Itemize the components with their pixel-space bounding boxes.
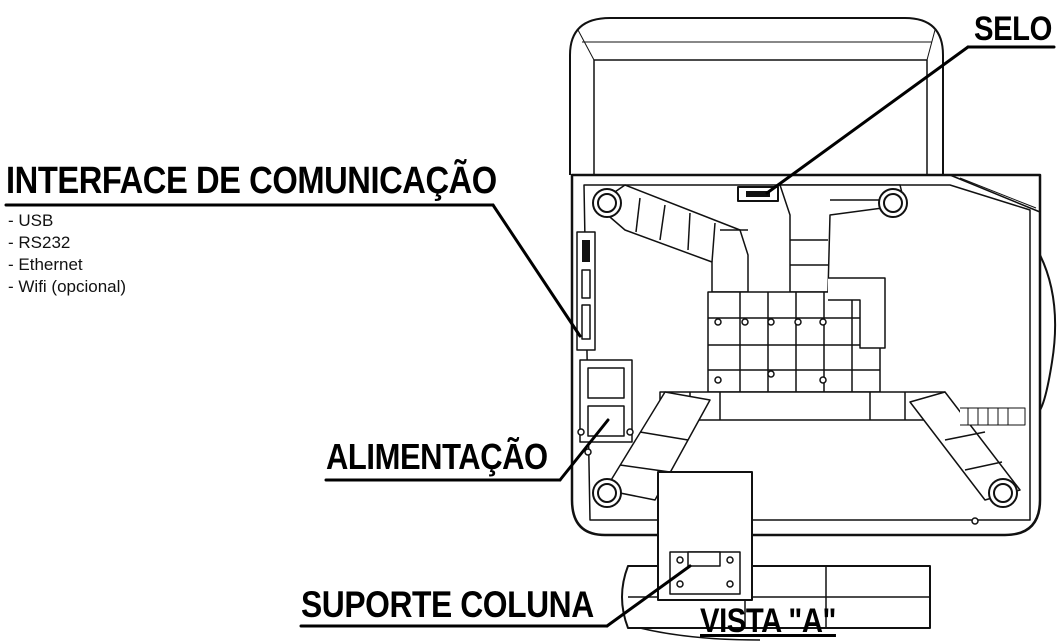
side-knob [1039,254,1057,411]
column-support-plate [657,471,753,601]
suporte-coluna-label: SUPORTE COLUNA [301,584,594,625]
structural-ribs [595,184,1026,501]
display-housing [569,17,944,175]
leader-selo [765,45,1056,195]
screw-bosses [592,188,1018,508]
interface-item-rs232: - RS232 [8,233,71,252]
interface-item-ethernet: - Ethernet [8,255,83,274]
interface-item-usb: - USB [8,211,54,230]
interface-item-wifi: - Wifi (opcional) [8,277,127,296]
alimentacao-label: ALIMENTAÇÃO [326,436,548,477]
leader-interface [4,203,582,338]
small-mounting-holes [584,318,979,525]
leader-alimentacao [324,418,610,482]
interface-list: - USB - RS232 - Ethernet - Wifi (opciona… [8,210,126,298]
leader-suporte [299,564,692,628]
interface-title: INTERFACE DE COMUNICAÇÃO [6,160,497,202]
vista-a-label: VISTA "A" [700,602,836,640]
communication-ports [576,231,596,351]
selo-label: SELO [974,10,1052,48]
power-connector [577,359,634,443]
